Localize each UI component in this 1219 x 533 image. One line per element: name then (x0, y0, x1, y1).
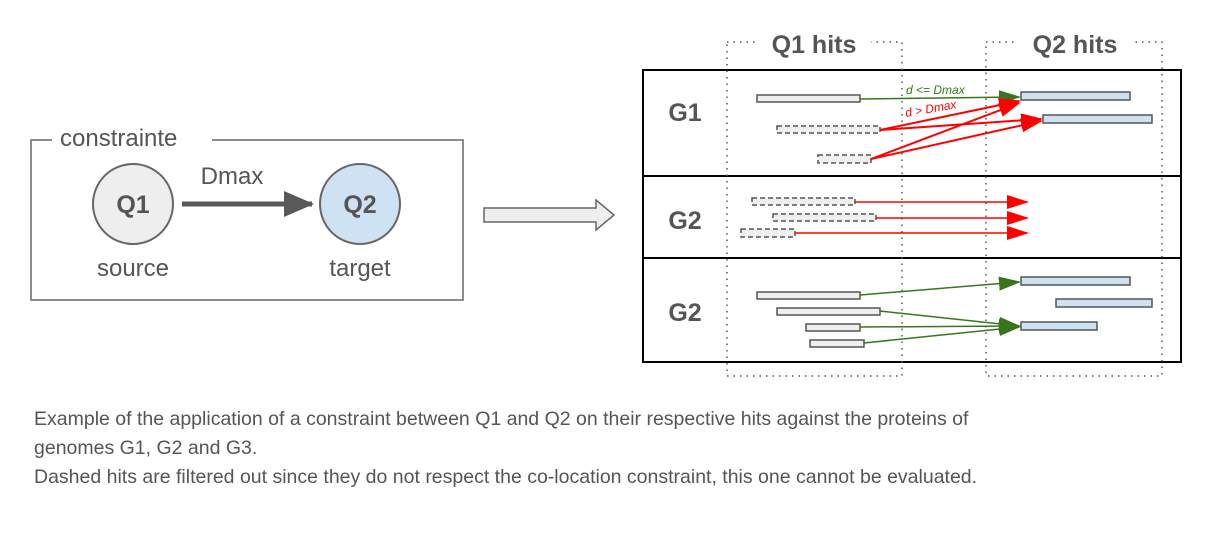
ok-links (859, 276, 1021, 344)
q2-hits-column (985, 41, 1163, 377)
q2-hit (1020, 321, 1098, 331)
caption-line: genomes G1, G2 and G3. (34, 437, 258, 459)
q1-hit-filtered (772, 213, 877, 222)
constraint-title: constrainte (60, 125, 177, 152)
constraint-box: constrainte Q1 Q2 Dmax source target (30, 125, 464, 301)
q2-hit (1055, 298, 1153, 308)
genome-label: G2 (668, 207, 701, 235)
fail-annotation: d > Dmax (904, 97, 958, 120)
q2-hit (1020, 276, 1131, 286)
q1-hit-filtered (751, 197, 856, 206)
ok-annotation: d <= Dmax (906, 83, 966, 97)
q1-hit (805, 323, 861, 332)
hits-panel: Q1 hits Q2 hits G1 G2 G2 d <= Dmax d > D… (642, 30, 1182, 377)
q1-hit-filtered (817, 154, 872, 164)
q1-hit (809, 339, 865, 348)
genome-label: G2 (668, 299, 701, 327)
transition-arrow-icon (483, 198, 616, 232)
caption-line: Dashed hits are filtered out since they … (34, 466, 978, 488)
q1-hit-filtered (776, 125, 881, 134)
dmax-label: Dmax (201, 163, 264, 190)
source-node (92, 163, 174, 245)
target-label: target (329, 255, 391, 282)
q2-hit (1042, 114, 1153, 124)
target-node (319, 163, 401, 245)
q1-hit (756, 94, 861, 103)
q2-hits-title: Q2 hits (1033, 31, 1118, 59)
caption-line: Example of the application of a constrai… (34, 408, 969, 430)
fail-links (795, 195, 1029, 240)
fail-links (870, 98, 1043, 160)
q2-hit (1020, 91, 1131, 101)
genome-label: G1 (668, 99, 701, 127)
source-label: source (97, 255, 169, 282)
q1-hits-title: Q1 hits (772, 31, 857, 59)
q1-hit-filtered (740, 228, 796, 238)
q1-hit (756, 291, 861, 300)
target-node-label: Q2 (343, 191, 376, 219)
q1-hit (776, 307, 881, 316)
ok-link (859, 90, 1021, 105)
source-node-label: Q1 (116, 191, 149, 219)
